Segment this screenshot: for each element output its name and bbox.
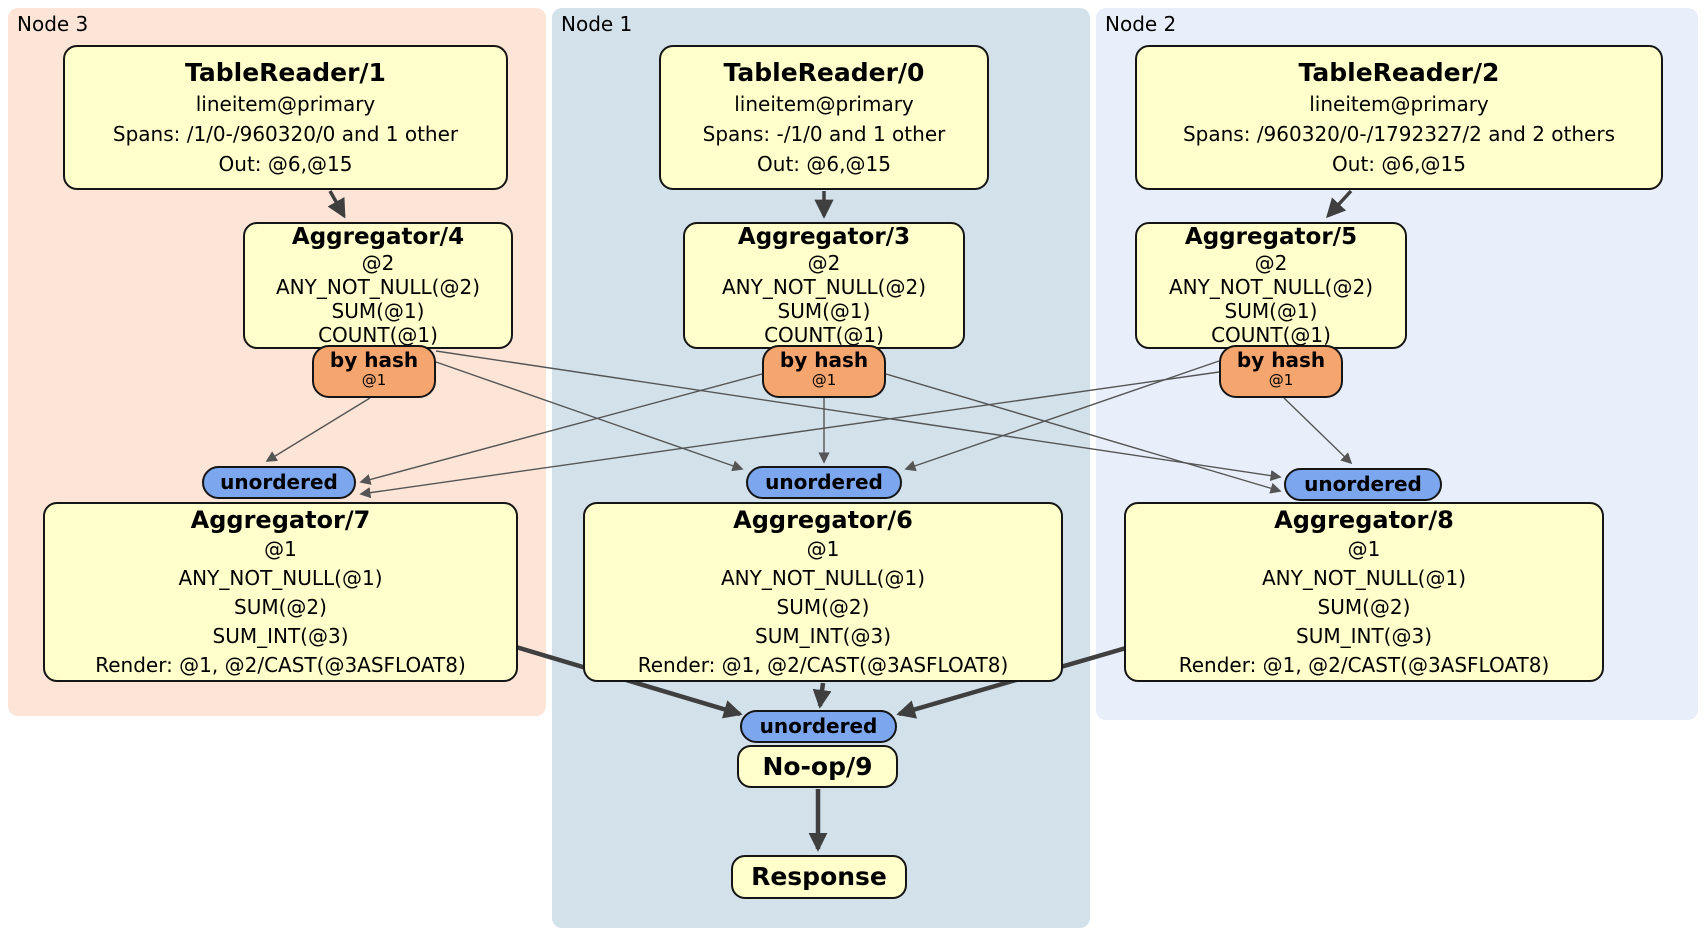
edge-router3-sync1 [435, 361, 744, 472]
edge-router3-sync3 [265, 397, 371, 462]
agg-fn: SUM(@2) [776, 594, 870, 619]
processor-aggregator-8: Aggregator/8 @1 ANY_NOT_NULL(@1) SUM(@2)… [1124, 502, 1604, 682]
agg-fn: SUM(@2) [234, 594, 327, 619]
router-label: by hash [329, 348, 419, 372]
processor-title: Aggregator/3 [737, 224, 911, 250]
sync-unordered-final: unordered [740, 710, 897, 743]
agg-fn: SUM(@1) [331, 299, 425, 323]
processor-title: Aggregator/4 [291, 224, 465, 250]
agg-fn: SUM_INT(@3) [755, 623, 891, 648]
edge-router1-sync3 [359, 373, 763, 485]
edge-router1-sync2 [885, 373, 1282, 494]
agg-group-cols: @1 [264, 536, 297, 561]
response-title: Response [751, 862, 887, 891]
agg-fn: SUM(@2) [1317, 594, 1411, 619]
processor-title: Aggregator/8 [1274, 505, 1454, 534]
edge-router3-sync2 [435, 350, 1282, 482]
agg-group-cols: @2 [807, 251, 841, 275]
processor-aggregator-6: Aggregator/6 @1 ANY_NOT_NULL(@1) SUM(@2)… [583, 502, 1063, 682]
processor-index: lineitem@primary [195, 91, 376, 116]
router-by-hash-node2: by hash @1 [1219, 345, 1343, 398]
processor-title: Aggregator/5 [1184, 224, 1358, 250]
node-1-label: Node 1 [561, 12, 633, 36]
processor-aggregator-7: Aggregator/7 @1 ANY_NOT_NULL(@1) SUM(@2)… [43, 502, 518, 682]
agg-fn: SUM_INT(@3) [212, 623, 349, 648]
node-2-label: Node 2 [1105, 12, 1177, 36]
sync-unordered-node1: unordered [746, 466, 902, 499]
agg-fn: COUNT(@1) [318, 323, 438, 347]
agg-fn: SUM_INT(@3) [1296, 623, 1432, 648]
agg-fn: SUM(@1) [1224, 299, 1318, 323]
processor-noop-9: No-op/9 [737, 745, 898, 788]
agg-fn: ANY_NOT_NULL(@1) [721, 565, 925, 590]
edge-tr2-agg5 [1326, 189, 1353, 219]
router-label: by hash [1236, 348, 1326, 372]
agg-fn: ANY_NOT_NULL(@2) [722, 275, 926, 299]
processor-out: Out: @6,@15 [757, 151, 891, 176]
node-3-label: Node 3 [17, 12, 89, 36]
agg-fn: ANY_NOT_NULL(@2) [276, 275, 480, 299]
processor-spans: Spans: /1/0-/960320/0 and 1 other [112, 121, 459, 146]
processor-title: TableReader/0 [723, 57, 925, 87]
router-label: by hash [779, 348, 869, 372]
processor-title: Aggregator/7 [190, 505, 371, 534]
processor-aggregator-5: Aggregator/5 @2 ANY_NOT_NULL(@2) SUM(@1)… [1135, 222, 1407, 349]
router-stream: @1 [1268, 371, 1294, 389]
processor-out: Out: @6,@15 [1332, 151, 1466, 176]
sync-unordered-node2: unordered [1284, 468, 1442, 501]
processor-title: No-op/9 [762, 751, 873, 781]
agg-fn: SUM(@1) [777, 299, 871, 323]
edge-router2-sync2 [1283, 397, 1353, 465]
processor-title: TableReader/2 [1298, 57, 1500, 87]
agg-render: Render: @1, @2/CAST(@3ASFLOAT8) [1178, 652, 1550, 677]
processor-index: lineitem@primary [1309, 91, 1489, 116]
edge-agg6-finalsync [812, 682, 832, 709]
agg-render: Render: @1, @2/CAST(@3ASFLOAT8) [637, 652, 1009, 677]
agg-fn: COUNT(@1) [764, 323, 884, 347]
processor-title: TableReader/1 [185, 57, 386, 87]
processor-index: lineitem@primary [734, 91, 914, 116]
response-box: Response [731, 855, 907, 899]
edge-tr1-agg4 [327, 190, 346, 219]
agg-group-cols: @2 [1254, 251, 1288, 275]
agg-fn: ANY_NOT_NULL(@1) [178, 565, 383, 590]
router-by-hash-node1: by hash @1 [762, 345, 886, 398]
router-by-hash-node3: by hash @1 [312, 345, 436, 398]
router-stream: @1 [811, 371, 837, 389]
processor-title: Aggregator/6 [733, 505, 913, 534]
processor-aggregator-4: Aggregator/4 @2 ANY_NOT_NULL(@2) SUM(@1)… [243, 222, 513, 349]
edge-router2-sync1 [904, 360, 1220, 472]
agg-fn: COUNT(@1) [1211, 323, 1331, 347]
processor-tablereader-0: TableReader/0 lineitem@primary Spans: -/… [659, 45, 989, 190]
processor-aggregator-3: Aggregator/3 @2 ANY_NOT_NULL(@2) SUM(@1)… [683, 222, 965, 349]
agg-render: Render: @1, @2/CAST(@3ASFLOAT8) [95, 652, 466, 677]
processor-tablereader-2: TableReader/2 lineitem@primary Spans: /9… [1135, 45, 1663, 190]
edge-router2-sync3 [359, 371, 1220, 499]
agg-group-cols: @1 [1347, 536, 1381, 561]
processor-tablereader-1: TableReader/1 lineitem@primary Spans: /1… [63, 45, 508, 190]
agg-fn: ANY_NOT_NULL(@2) [1169, 275, 1373, 299]
agg-group-cols: @2 [361, 251, 395, 275]
agg-group-cols: @1 [806, 536, 840, 561]
sync-unordered-node3: unordered [202, 466, 356, 499]
agg-fn: ANY_NOT_NULL(@1) [1262, 565, 1466, 590]
processor-out: Out: @6,@15 [218, 151, 353, 176]
processor-spans: Spans: /960320/0-/1792327/2 and 2 others [1182, 121, 1615, 146]
processor-spans: Spans: -/1/0 and 1 other [702, 121, 946, 146]
router-stream: @1 [361, 371, 387, 389]
